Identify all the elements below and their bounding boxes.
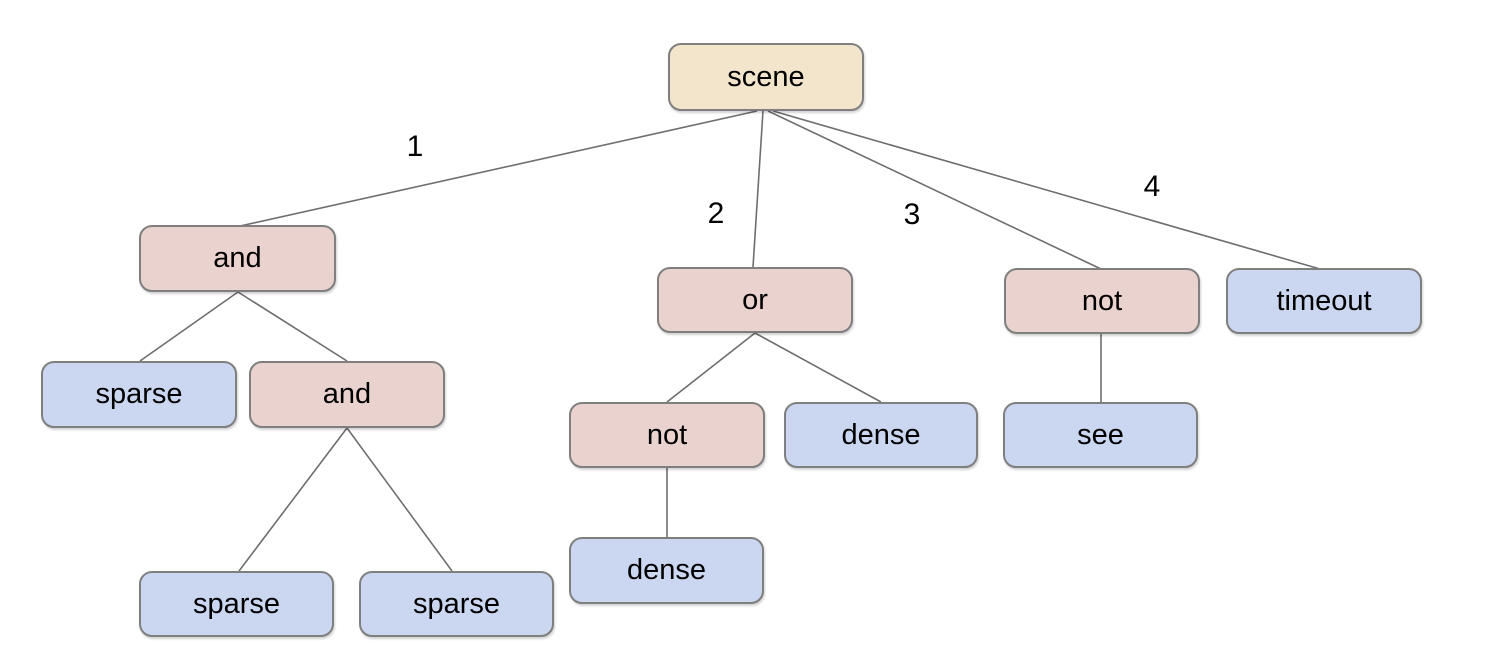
- edge-and2-sparse: [238, 427, 348, 572]
- tree-node-not-2: not: [569, 402, 765, 468]
- node-label-sparse-3: sparse: [412, 587, 501, 620]
- edge-scene-timeout: [772, 110, 1321, 270]
- node-label-not-1: not: [1081, 284, 1123, 317]
- edge-label-2: 2: [707, 197, 725, 230]
- tree-node-timeout: timeout: [1226, 268, 1422, 334]
- node-label-and-1: and: [213, 242, 262, 274]
- edge-label-1: 1: [406, 130, 424, 163]
- tree-node-sparse-1: sparse: [41, 361, 237, 428]
- tree-node-or: or: [657, 267, 853, 333]
- edge-label-3: 3: [903, 198, 921, 231]
- tree-node-and-1: and: [139, 225, 336, 292]
- edge-scene-or: [752, 110, 764, 268]
- node-label-and-2: and: [322, 378, 372, 410]
- node-label-sparse-2: sparse: [192, 587, 281, 620]
- edge-and2-sparse2: [346, 427, 453, 572]
- edge-scene-and: [239, 110, 758, 227]
- tree-node-sparse-3: sparse: [359, 571, 554, 637]
- edge-scene-not: [767, 110, 1102, 270]
- node-label-see: see: [1077, 418, 1124, 451]
- node-label-or: or: [742, 283, 768, 316]
- edge-or-dense: [754, 332, 882, 403]
- edge-or-not: [666, 332, 756, 403]
- tree-node-not-1: not: [1004, 268, 1200, 334]
- tree-node-dense-1: dense: [784, 402, 978, 468]
- node-label-timeout: timeout: [1276, 284, 1372, 317]
- node-label-not-2: not: [646, 418, 688, 451]
- tree-node-dense-2: dense: [569, 537, 764, 604]
- tree-node-and-2: and: [249, 361, 445, 428]
- node-label-scene: scene: [727, 60, 805, 93]
- node-label-dense-2: dense: [626, 554, 706, 586]
- tree-node-scene: scene: [668, 43, 864, 111]
- node-label-sparse-1: sparse: [95, 378, 183, 410]
- node-label-dense-1: dense: [841, 418, 921, 451]
- edge-label-4: 4: [1143, 170, 1161, 203]
- edge-and-and: [237, 291, 348, 362]
- edge-and-sparse: [139, 291, 239, 362]
- tree-node-see: see: [1003, 402, 1198, 468]
- tree-node-sparse-2: sparse: [139, 571, 334, 637]
